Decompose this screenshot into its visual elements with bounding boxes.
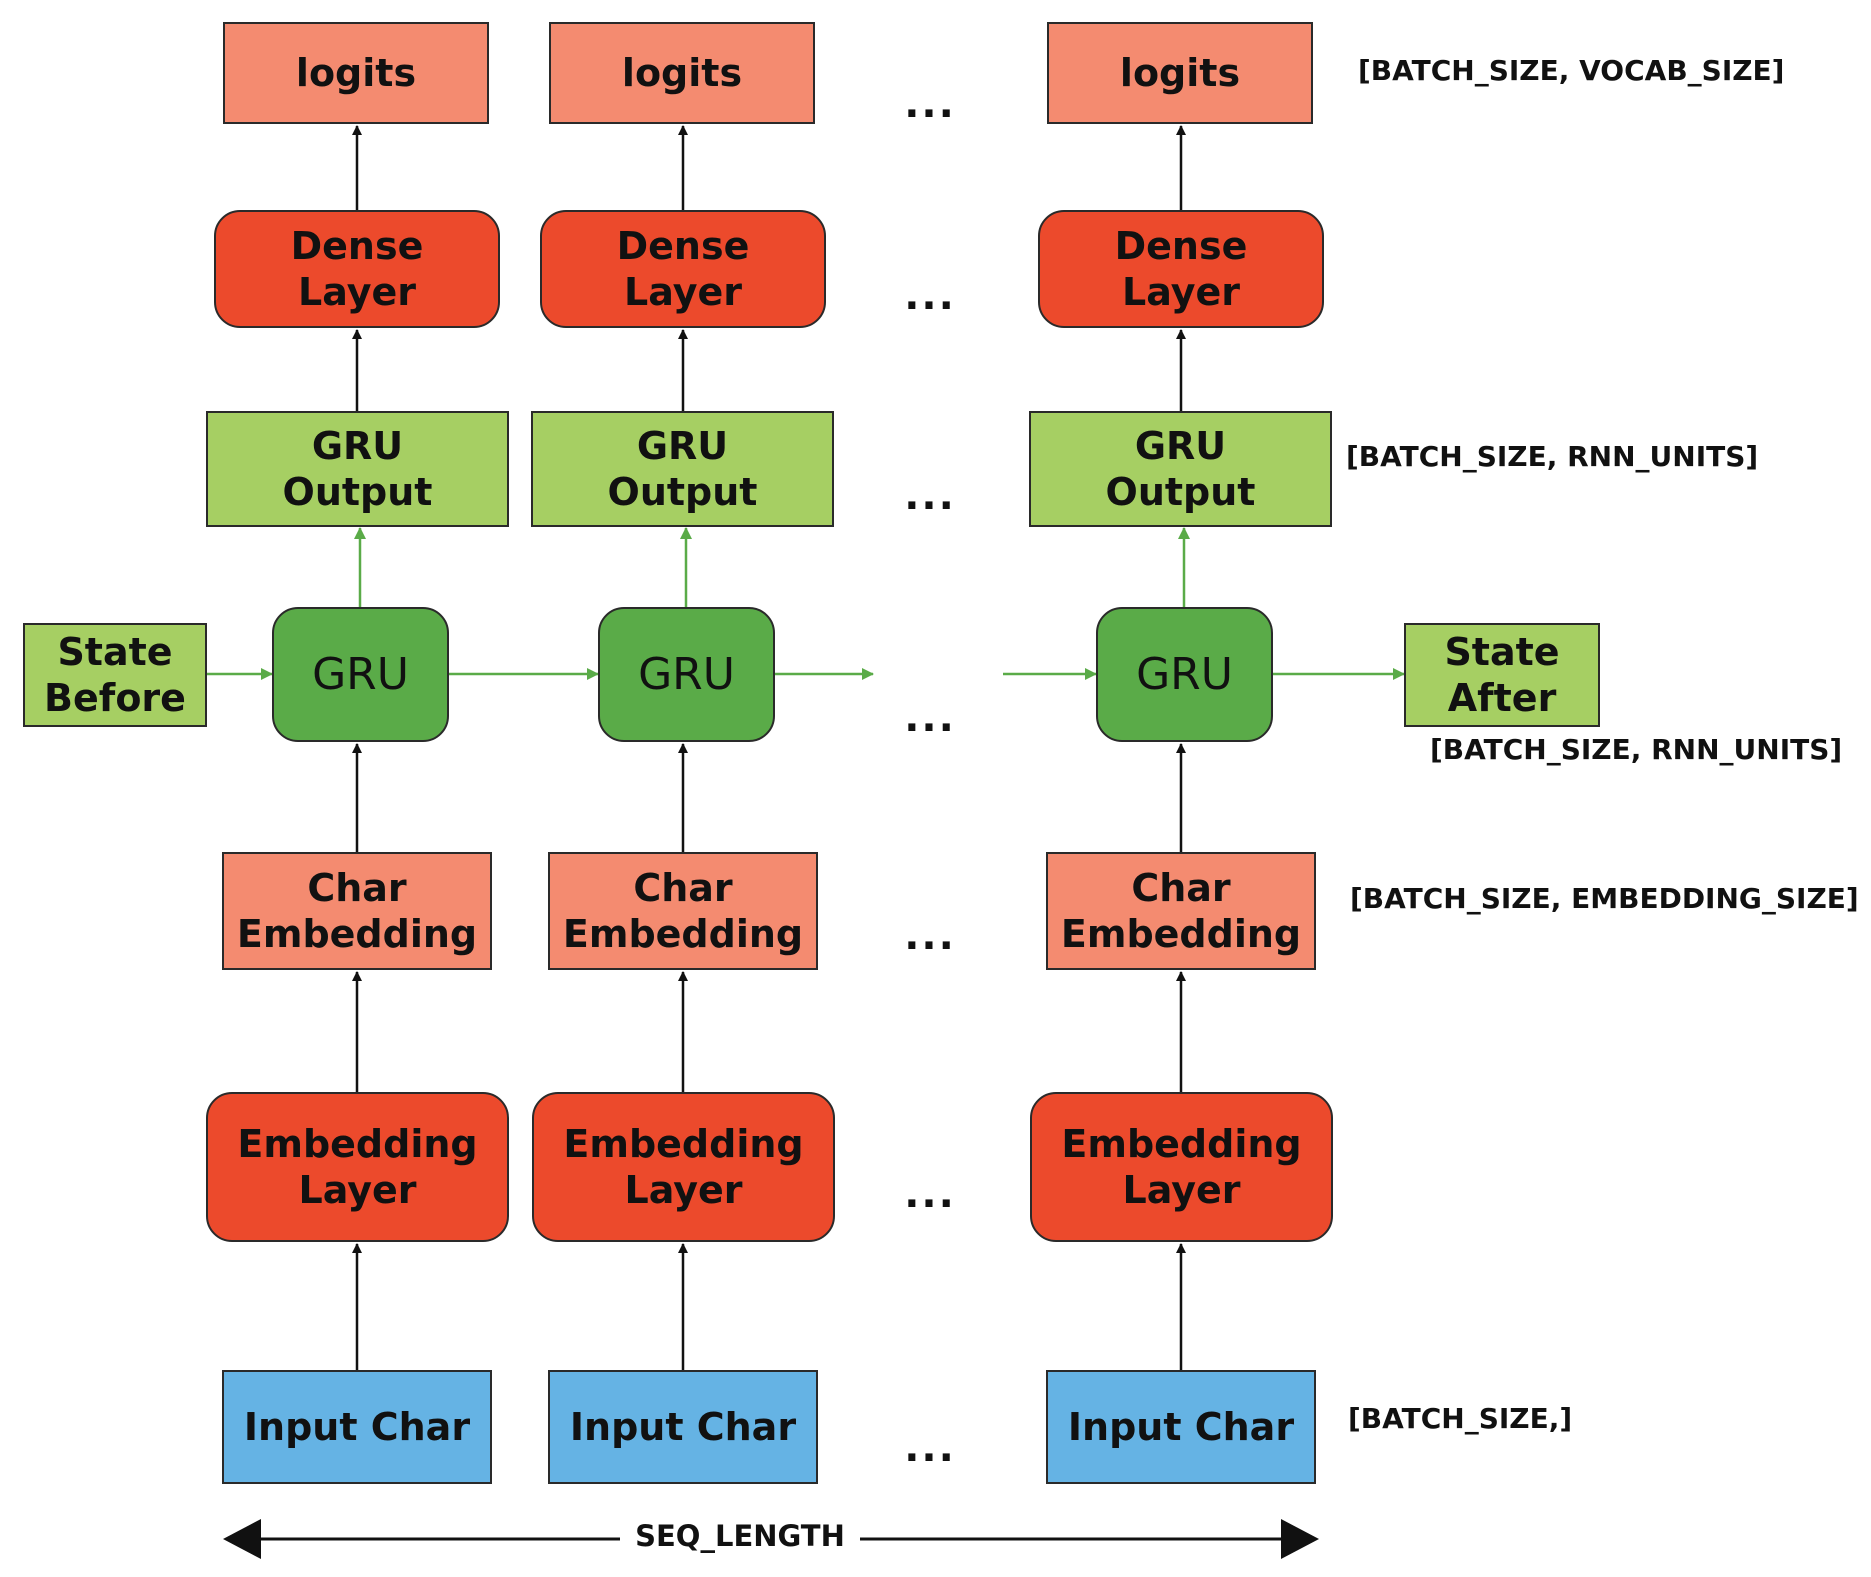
embedding-layer-line1-1: Embedding (237, 1121, 478, 1166)
ellipsis-gru-row: ... (904, 695, 956, 741)
dense-label-line1-1: Dense (290, 223, 424, 268)
logits-label-3: logits (1119, 50, 1241, 95)
char-embedding-line2-2: Embedding (562, 912, 804, 956)
input-char-label-3: Input Char (1067, 1404, 1295, 1449)
embedding-layer-line2-2: Layer (624, 1168, 743, 1212)
embedding-layer-line1-2: Embedding (563, 1121, 804, 1166)
gru-label-1: GRU (312, 648, 409, 700)
dense-layer-box-3: Dense Layer (1038, 210, 1324, 328)
logits-label-1: logits (295, 50, 417, 95)
char-embedding-box-1: Char Embedding (222, 852, 492, 970)
shape-label-input: [BATCH_SIZE,] (1348, 1402, 1573, 1435)
input-char-box-2: Input Char (548, 1370, 818, 1484)
embedding-layer-line1-3: Embedding (1061, 1121, 1302, 1166)
gru-cell-3: GRU (1096, 607, 1273, 742)
dense-label-line1-2: Dense (616, 223, 750, 268)
dense-label-line2-1: Layer (298, 270, 416, 314)
dense-label-line2-3: Layer (1122, 270, 1240, 314)
shape-label-state-after: [BATCH_SIZE, RNN_UNITS] (1430, 733, 1843, 766)
gru-label-2: GRU (638, 648, 735, 700)
ellipsis-dense-row: ... (904, 273, 956, 319)
char-embedding-line2-1: Embedding (236, 912, 478, 956)
shape-label-gru-output: [BATCH_SIZE, RNN_UNITS] (1346, 440, 1759, 473)
char-embedding-line1-2: Char (633, 865, 733, 910)
state-before-box: State Before (23, 623, 207, 727)
embedding-layer-box-2: Embedding Layer (532, 1092, 835, 1242)
char-embedding-box-3: Char Embedding (1046, 852, 1316, 970)
gru-cell-1: GRU (272, 607, 449, 742)
logits-box-1: logits (223, 22, 489, 124)
embedding-layer-line2-1: Layer (298, 1168, 417, 1212)
dense-layer-box-2: Dense Layer (540, 210, 826, 328)
state-before-line1: State (57, 629, 173, 674)
embedding-layer-line2-3: Layer (1122, 1168, 1241, 1212)
embedding-layer-box-3: Embedding Layer (1030, 1092, 1333, 1242)
gru-output-line1-3: GRU (1134, 423, 1227, 468)
ellipsis-logits-row: ... (904, 81, 956, 127)
gru-output-line1-1: GRU (311, 423, 404, 468)
logits-label-2: logits (621, 50, 743, 95)
input-char-box-1: Input Char (222, 1370, 492, 1484)
shape-label-logits: [BATCH_SIZE, VOCAB_SIZE] (1358, 54, 1785, 87)
state-after-line2: After (1447, 676, 1557, 720)
logits-box-2: logits (549, 22, 815, 124)
gru-output-box-2: GRU Output (531, 411, 834, 527)
embedding-layer-box-1: Embedding Layer (206, 1092, 509, 1242)
gru-output-box-1: GRU Output (206, 411, 509, 527)
ellipsis-gru-output-row: ... (904, 473, 956, 519)
dense-layer-box-1: Dense Layer (214, 210, 500, 328)
input-char-box-3: Input Char (1046, 1370, 1316, 1484)
gru-output-line2-1: Output (282, 470, 433, 514)
logits-box-3: logits (1047, 22, 1313, 124)
dense-label-line1-3: Dense (1114, 223, 1248, 268)
seq-length-label: SEQ_LENGTH (620, 1519, 860, 1553)
gru-output-box-3: GRU Output (1029, 411, 1332, 527)
gru-output-line1-2: GRU (636, 423, 729, 468)
input-char-label-2: Input Char (569, 1404, 797, 1449)
char-embedding-line1-1: Char (307, 865, 407, 910)
char-embedding-line2-3: Embedding (1060, 912, 1302, 956)
state-before-line2: Before (44, 676, 186, 720)
state-after-line1: State (1444, 629, 1560, 674)
ellipsis-embedding-layer-row: ... (904, 1171, 956, 1217)
gru-output-line2-2: Output (607, 470, 758, 514)
ellipsis-input-row: ... (904, 1425, 956, 1471)
gru-cell-2: GRU (598, 607, 775, 742)
ellipsis-char-embedding-row: ... (904, 913, 956, 959)
gru-label-3: GRU (1136, 648, 1233, 700)
char-embedding-line1-3: Char (1131, 865, 1231, 910)
shape-label-char-embedding: [BATCH_SIZE, EMBEDDING_SIZE] (1350, 882, 1859, 915)
input-char-label-1: Input Char (243, 1404, 471, 1449)
char-embedding-box-2: Char Embedding (548, 852, 818, 970)
state-after-box: State After (1404, 623, 1600, 727)
gru-output-line2-3: Output (1105, 470, 1256, 514)
dense-label-line2-2: Layer (624, 270, 742, 314)
